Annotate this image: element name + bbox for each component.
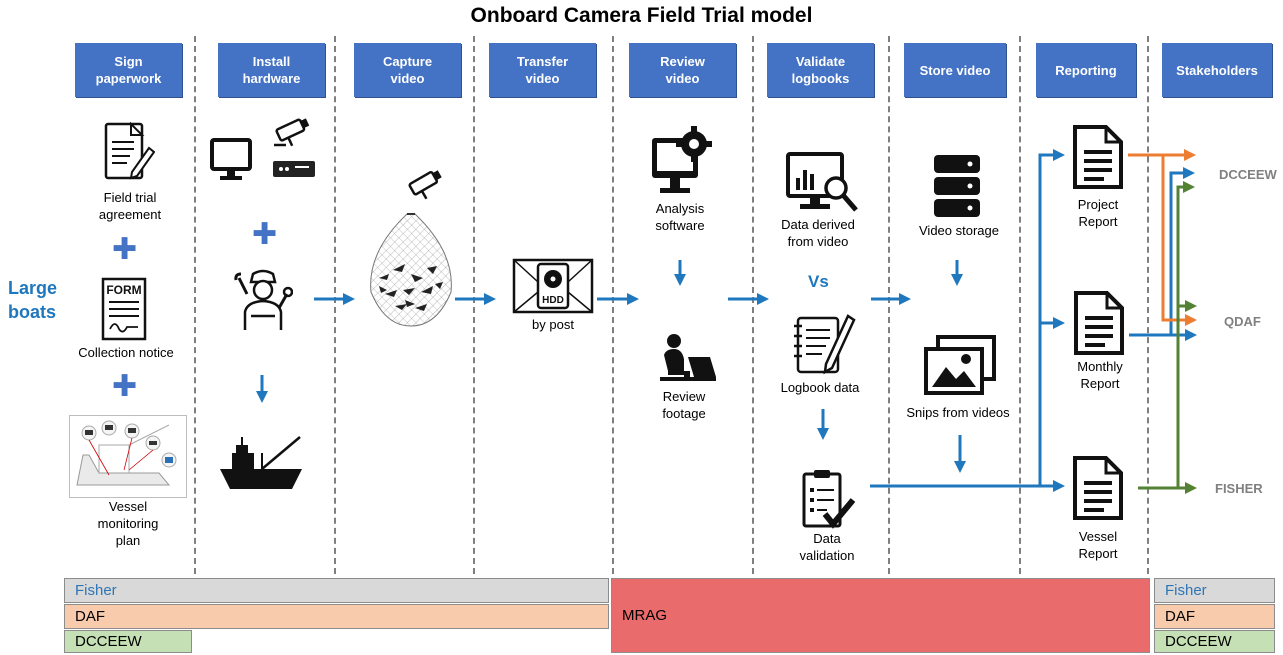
header-review-video: Review video	[629, 43, 736, 97]
image-gallery-icon	[924, 335, 996, 395]
vessel-monitoring-plan-label: Vessel monitoring plan	[97, 499, 159, 548]
logbook-data-label: Logbook data	[780, 380, 860, 395]
data-analysis-monitor-icon	[786, 152, 858, 212]
column-divider	[334, 36, 336, 574]
header-capture-video: Capture video	[354, 43, 461, 97]
bar-fisher-right: Fisher	[1154, 578, 1275, 603]
arrow-vessel-to-dcceew	[1176, 181, 1195, 488]
column-divider	[194, 36, 196, 574]
column-divider	[612, 36, 614, 574]
header-install-hardware: Install hardware	[218, 43, 325, 97]
column-divider	[473, 36, 475, 574]
document-pen-icon	[104, 122, 155, 180]
stakeholder-qdaf: QDAF	[1224, 314, 1261, 329]
logbook-icon	[794, 314, 856, 375]
column-divider	[752, 36, 754, 574]
by-post-label: by post	[532, 317, 574, 332]
header-stakeholders: Stakeholders	[1162, 43, 1272, 97]
analysis-software-label: Analysis software	[655, 201, 705, 233]
vessel-report-icon	[1073, 456, 1123, 520]
vessel-report-label: Vessel Report	[1078, 529, 1118, 561]
column-divider	[888, 36, 890, 574]
video-storage-label: Video storage	[919, 223, 999, 238]
bar-fisher: Fisher	[64, 578, 609, 603]
field-trial-agreement-label: Field trial agreement	[98, 190, 162, 222]
camera-icon	[274, 118, 310, 147]
monitor-icon	[210, 138, 252, 180]
bar-mrag: MRAG	[611, 578, 1150, 653]
arrow-monthly-to-dcceew	[1169, 167, 1195, 335]
large-boats-label: Large boats	[8, 278, 58, 322]
technician-icon	[234, 269, 293, 330]
data-validation-label: Data validation	[799, 531, 855, 563]
column-divider	[1019, 36, 1021, 574]
fishing-boat-icon	[220, 436, 302, 489]
data-validation-icon	[802, 470, 855, 529]
snips-from-videos-label: Snips from videos	[906, 405, 1010, 420]
bar-dcceew: DCCEEW	[64, 630, 192, 653]
arrow-to-project-report	[1038, 149, 1065, 486]
analysis-software-icon	[652, 126, 712, 193]
header-sign-paperwork: Sign paperwork	[75, 43, 182, 97]
stakeholder-fisher: FISHER	[1215, 481, 1263, 496]
person-laptop-icon	[660, 334, 716, 381]
stakeholder-dcceew: DCCEEW	[1219, 167, 1277, 182]
fishing-net-icon	[370, 213, 452, 327]
bar-dcceew-right: DCCEEW	[1154, 630, 1275, 653]
form-icon-text: FORM	[106, 283, 141, 297]
form-icon: FORM	[101, 277, 147, 341]
envelope-hdd-icon: HDD	[512, 258, 594, 314]
review-footage-label: Review footage	[662, 389, 706, 421]
diagram-title: Onboard Camera Field Trial model	[470, 4, 813, 27]
bar-daf: DAF	[64, 604, 609, 629]
collection-notice-label: Collection notice	[78, 345, 174, 360]
monthly-report-label: Monthly Report	[1077, 359, 1123, 391]
header-store-video: Store video	[904, 43, 1006, 97]
hdd-text: HDD	[542, 295, 564, 306]
camera-icon	[408, 170, 442, 200]
recorder-box-icon	[273, 161, 315, 177]
header-transfer-video: Transfer video	[489, 43, 596, 97]
column-divider	[1147, 36, 1149, 574]
bar-daf-right: DAF	[1154, 604, 1275, 629]
data-derived-label: Data derived from video	[781, 217, 855, 249]
project-report-icon	[1073, 125, 1123, 189]
vs-label: Vs	[808, 272, 829, 291]
monthly-report-icon	[1074, 291, 1124, 355]
vessel-plan-image	[69, 415, 187, 498]
header-validate-logbooks: Validate logbooks	[767, 43, 874, 97]
plus-icon: ✚	[252, 218, 278, 251]
plus-icon: ✚	[112, 233, 138, 266]
project-report-label: Project Report	[1077, 197, 1119, 229]
database-server-icon	[934, 155, 980, 217]
arrow-project-to-qdaf	[1161, 155, 1197, 326]
plus-icon: ✚	[112, 370, 138, 403]
header-reporting: Reporting	[1036, 43, 1136, 97]
